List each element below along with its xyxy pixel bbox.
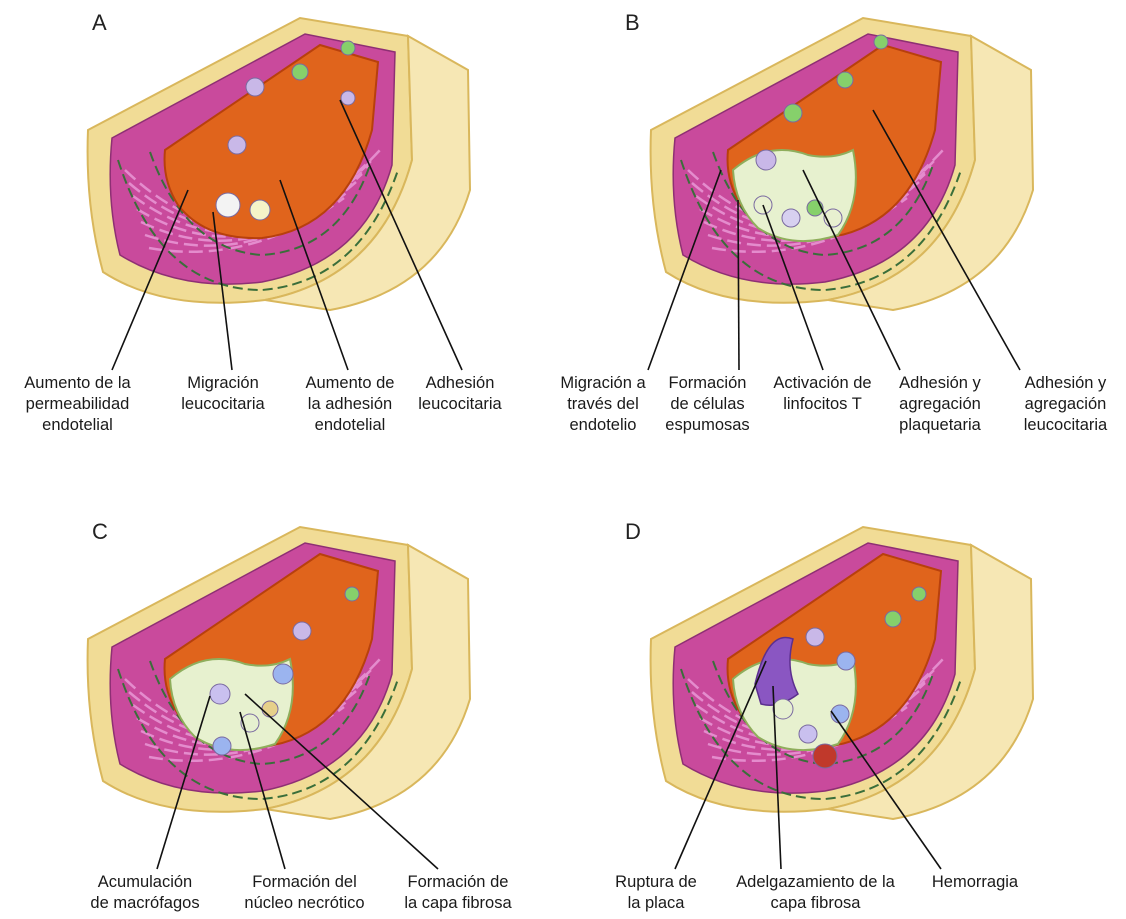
callout-label: Formación de la capa fibrosa [393, 872, 523, 914]
cell [292, 64, 308, 80]
panel-letter: C [92, 519, 108, 545]
cell [813, 744, 837, 768]
cell [837, 652, 855, 670]
callout-label: Ruptura de la placa [601, 872, 711, 914]
cell [213, 737, 231, 755]
artery-illustration-c [0, 459, 563, 918]
cell [341, 41, 355, 55]
leader-line [738, 200, 739, 370]
cell [806, 628, 824, 646]
artery-group [88, 527, 470, 819]
panel-d: D Ruptura de la placa Adelgazamiento de … [563, 459, 1126, 918]
artery-group [88, 18, 470, 310]
panel-letter: A [92, 10, 107, 36]
cell [293, 622, 311, 640]
cell [210, 684, 230, 704]
artery-group [651, 527, 1033, 819]
callout-label: Migración a través del endotelio [543, 373, 663, 436]
callout-label: Acumulación de macrófagos [80, 872, 210, 914]
callout-label: Adhesión leucocitaria [405, 373, 515, 415]
panel-letter: D [625, 519, 641, 545]
callout-label: Aumento de la permeabilidad endotelial [10, 373, 145, 436]
cell [885, 611, 901, 627]
cell [799, 725, 817, 743]
artery-illustration-d [563, 459, 1126, 918]
callout-label: Adhesión y agregación leucocitaria [1008, 373, 1123, 436]
cell [273, 664, 293, 684]
callout-label: Adhesión y agregación plaquetaria [885, 373, 995, 436]
cell [912, 587, 926, 601]
cell [228, 136, 246, 154]
cell [837, 72, 853, 88]
callout-label: Migración leucocitaria [168, 373, 278, 415]
cell [345, 587, 359, 601]
callout-label: Activación de linfocitos T [760, 373, 885, 415]
cell [216, 193, 240, 217]
cell [784, 104, 802, 122]
panel-b: B Migración a través del endotelio Forma… [563, 0, 1126, 459]
cell [782, 209, 800, 227]
cell [246, 78, 264, 96]
panel-letter: B [625, 10, 640, 36]
callout-label: Formación del núcleo necrótico [232, 872, 377, 914]
artery-group [651, 18, 1033, 310]
panel-c: C Acumulación de macrófagos Formación de… [0, 459, 563, 918]
callout-label: Formación de células espumosas [655, 373, 760, 436]
cell [341, 91, 355, 105]
callout-label: Adelgazamiento de la capa fibrosa [723, 872, 908, 914]
callout-label: Aumento de la adhesión endotelial [290, 373, 410, 436]
cell [262, 701, 278, 717]
cell [773, 699, 793, 719]
cell [250, 200, 270, 220]
callout-label: Hemorragia [915, 872, 1035, 893]
cell [874, 35, 888, 49]
cell [756, 150, 776, 170]
panel-a: A Aumento de la permeabilidad endotelial… [0, 0, 563, 459]
